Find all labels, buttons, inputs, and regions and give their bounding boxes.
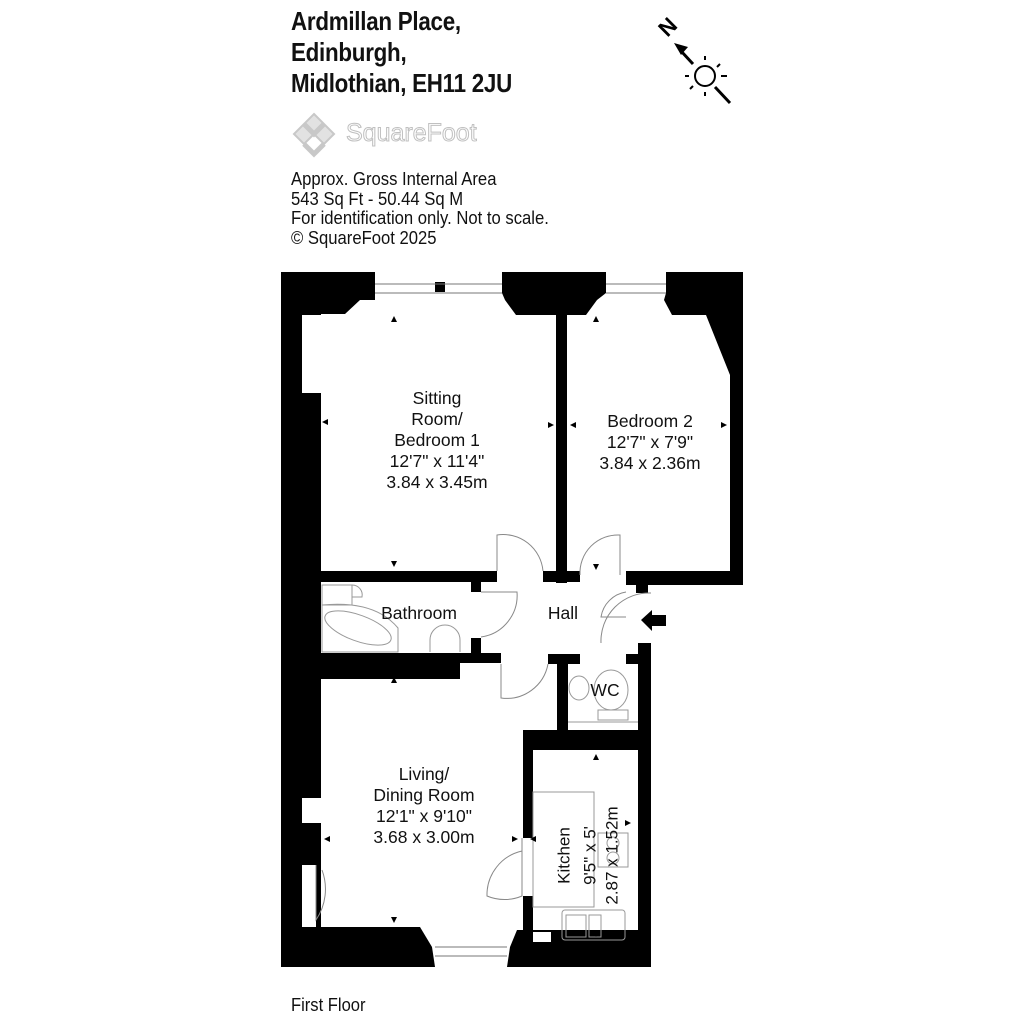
room-dimensions-imperial: 12'1" x 9'10" <box>376 806 472 826</box>
room-bathroom: Bathroom <box>381 603 457 624</box>
logo-text: SquareFoot <box>346 119 477 147</box>
walls <box>281 272 743 967</box>
scale-disclaimer: For identification only. Not to scale. <box>291 207 549 228</box>
address-line-1: Ardmillan Place, <box>291 6 461 36</box>
room-bedroom2: Bedroom 2 12'7" x 7'9" 3.84 x 2.36m <box>599 411 700 474</box>
room-dimensions-metric: 3.84 x 3.45m <box>386 472 488 492</box>
entrance-arrow-icon <box>641 610 666 631</box>
windows <box>375 283 666 957</box>
room-name-line-2: Dining Room <box>373 785 475 805</box>
room-dimensions-imperial: 12'7" x 7'9" <box>606 432 694 452</box>
room-kitchen-name: Kitchen <box>554 827 574 884</box>
room-name: Hall <box>547 603 579 623</box>
room-name: WC <box>590 680 620 700</box>
wc-fixtures <box>568 669 638 723</box>
north-arrow-icon <box>674 43 695 66</box>
room-hall: Hall <box>548 603 578 624</box>
room-dimensions-metric: 3.84 x 2.36m <box>599 453 701 473</box>
property-address: Ardmillan Place, Edinburgh, Midlothian, … <box>291 6 512 99</box>
area-heading: Approx. Gross Internal Area <box>291 168 497 189</box>
bath-fixture <box>321 584 399 653</box>
sun-icon <box>685 56 732 105</box>
room-name: Bathroom <box>381 603 457 623</box>
address-line-3: Midlothian, EH11 2JU <box>291 68 512 98</box>
room-kitchen-metric: 2.87 x 1.52m <box>602 806 622 905</box>
room-name: Bedroom 2 <box>607 411 693 431</box>
area-info: Approx. Gross Internal Area 543 Sq Ft - … <box>291 169 549 247</box>
kitchen-fixtures <box>532 791 629 941</box>
address-line-2: Edinburgh, <box>291 37 407 67</box>
squarefoot-logo: SquareFoot <box>290 110 500 158</box>
room-wc: WC <box>590 680 619 701</box>
room-name-line-3: Bedroom 1 <box>394 430 480 450</box>
doors <box>315 534 652 922</box>
area-values: 543 Sq Ft - 50.44 Sq M <box>291 187 464 209</box>
basin-fixture <box>429 624 461 652</box>
room-name-line-2: Room/ <box>411 409 463 429</box>
floor-label: First Floor <box>291 995 366 1015</box>
room-living-dining: Living/ Dining Room 12'1" x 9'10" 3.68 x… <box>373 764 474 848</box>
room-name-line-1: Sitting <box>412 388 462 408</box>
room-dimensions-metric: 3.68 x 3.00m <box>373 827 475 847</box>
room-sitting-bedroom1: Sitting Room/ Bedroom 1 12'7" x 11'4" 3.… <box>386 388 487 493</box>
compass: N <box>640 6 750 116</box>
room-kitchen-imperial: 9'5" x 5' <box>580 826 600 885</box>
room-dimensions-imperial: 12'7" x 11'4" <box>389 451 485 471</box>
copyright: © SquareFoot 2025 <box>291 226 437 248</box>
dimension-markers <box>322 316 727 937</box>
logo-mark-icon <box>292 112 336 158</box>
room-name-line-1: Living/ <box>398 764 450 784</box>
